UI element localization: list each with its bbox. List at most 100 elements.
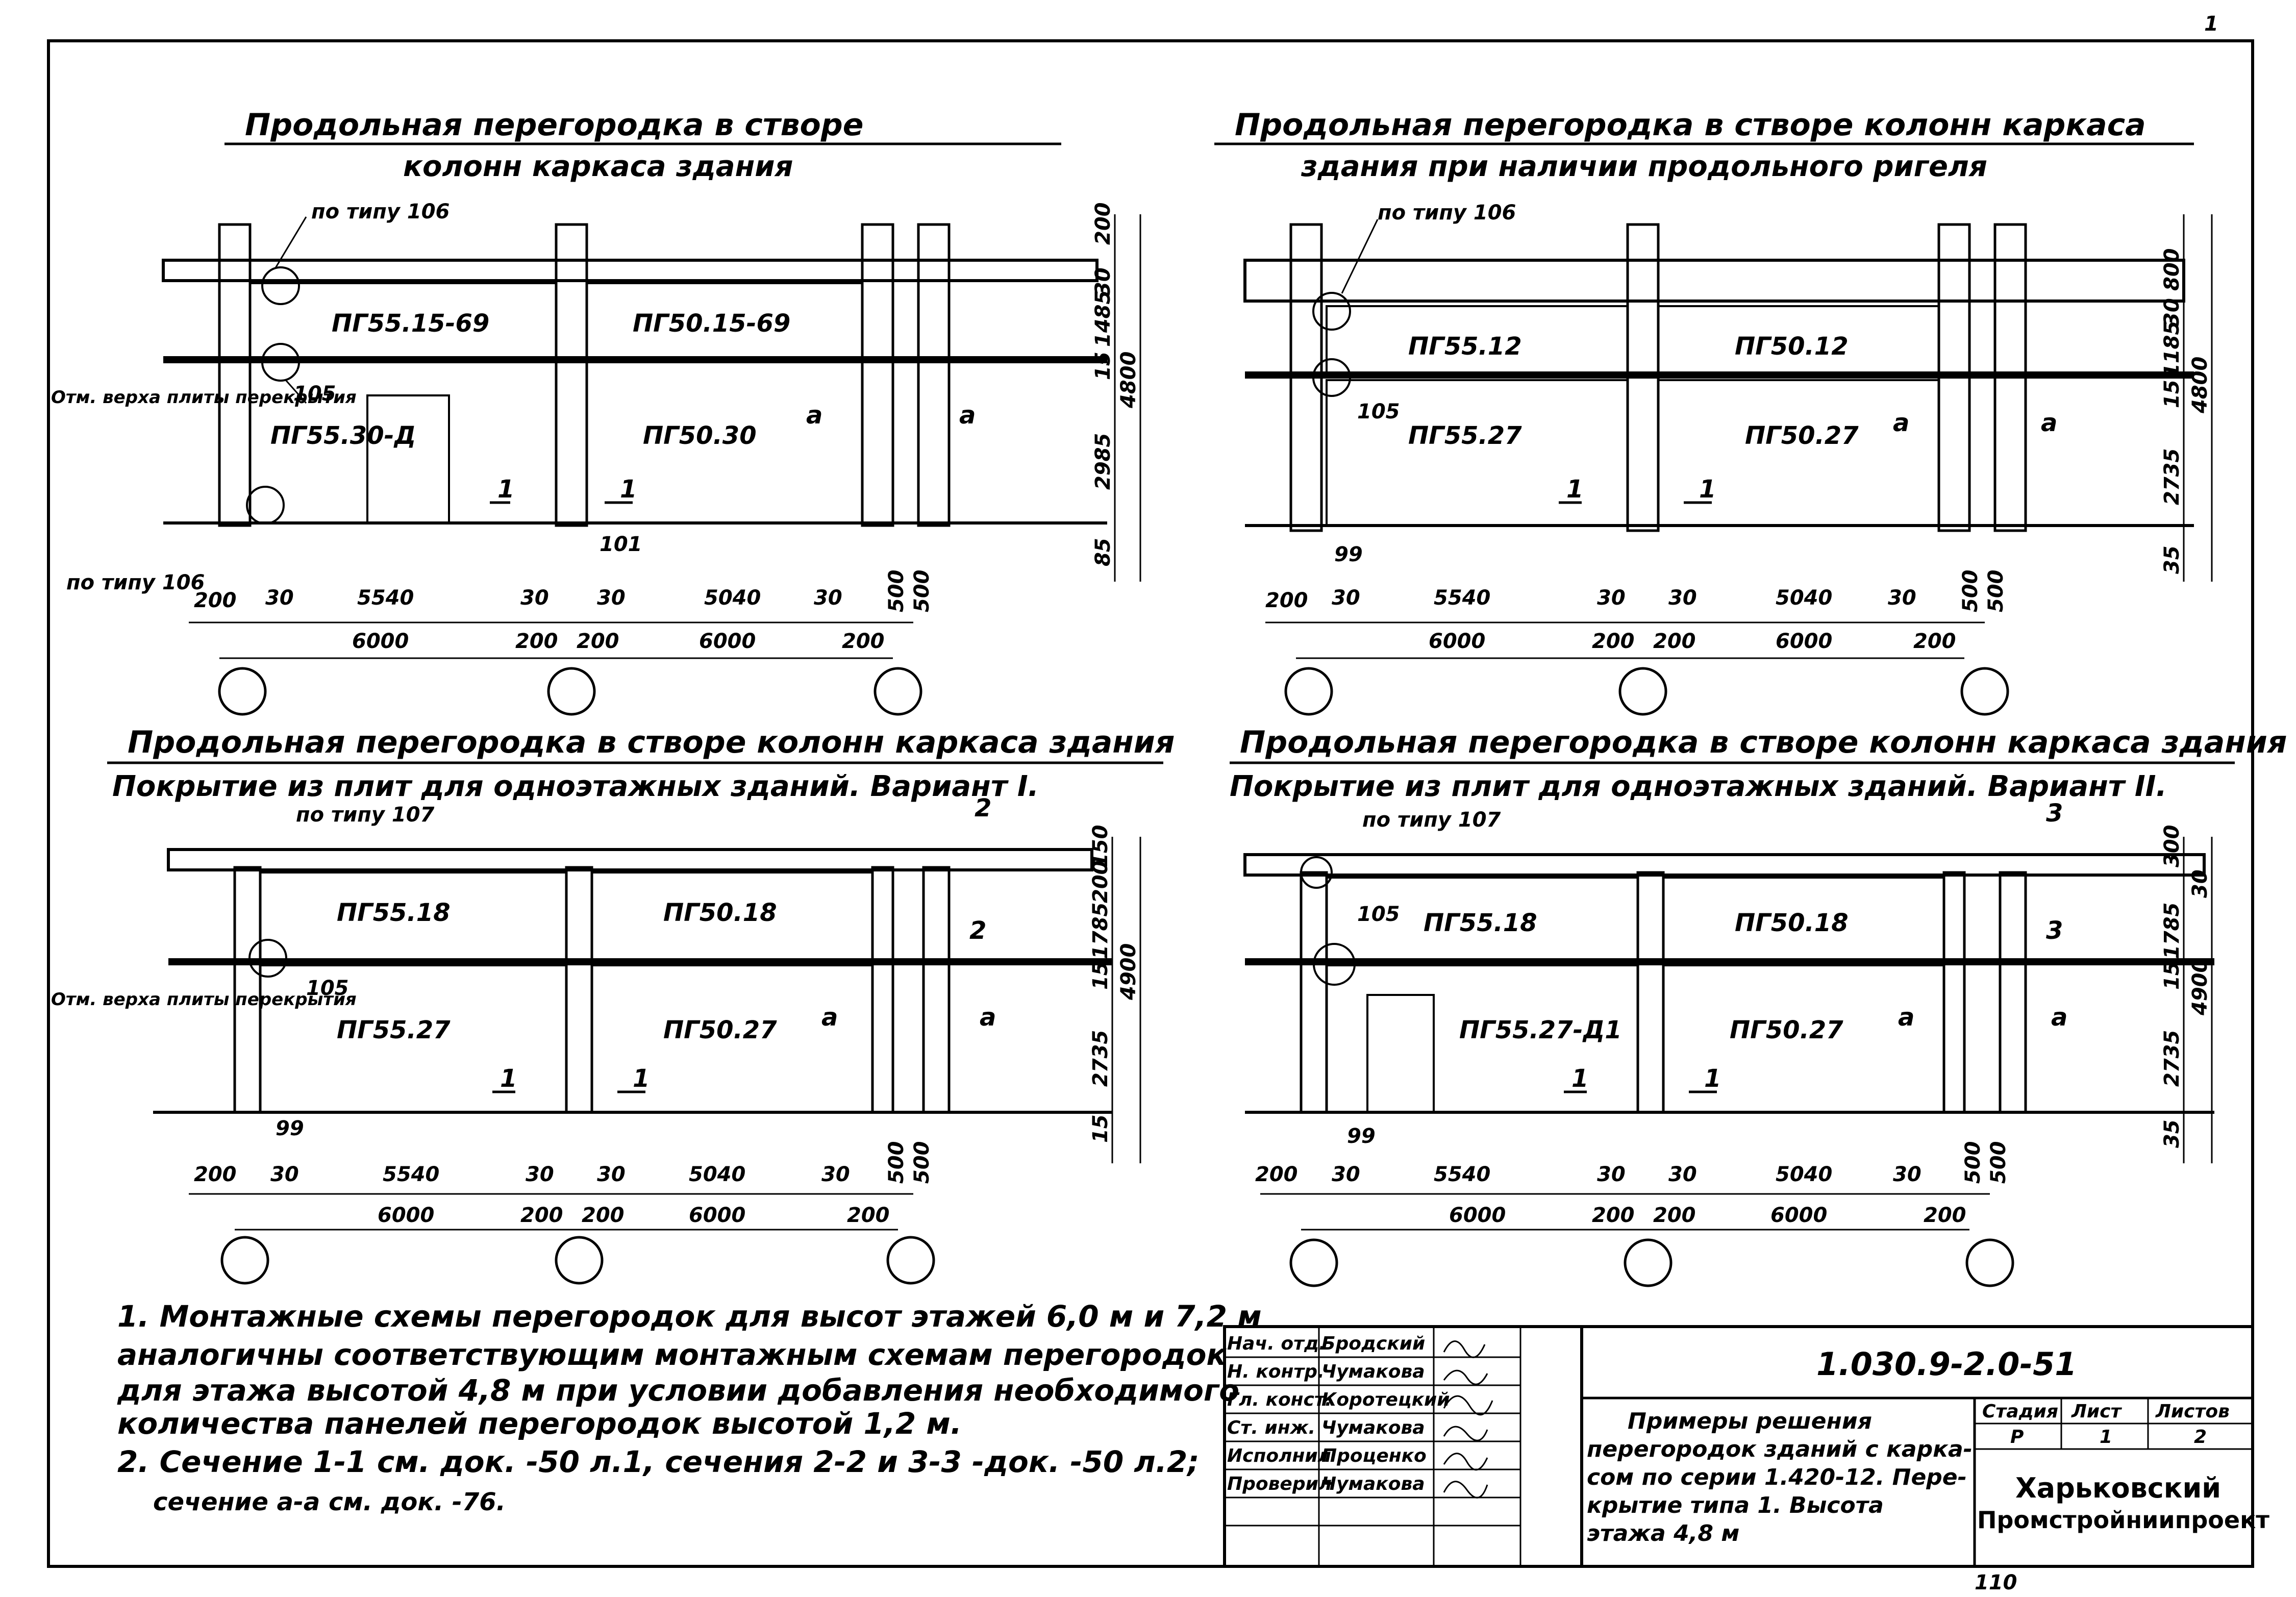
panel-1-right-dim-4: 15 [1091, 352, 1115, 380]
title-block: Нач. отд. Н. контр. Гл. конст. Ст. инж. … [1223, 1325, 2269, 1568]
panel-3-span-1: 6000 [378, 1204, 434, 1227]
panel-1-lower-panel-b [586, 361, 863, 524]
panel-2-title-line1: Продольная перегородка в створе колонн к… [1235, 107, 2146, 143]
panel-1-leader-2 [285, 380, 307, 404]
panel-1-bottom-dim-1: 200 [194, 589, 237, 612]
panel-4-callout-mid: 105 [1357, 903, 1400, 926]
panel-4-lower-panel-b-label: ПГ50.27 [1730, 1016, 1843, 1044]
panel-4-bottom-dim-2: 30 [1332, 1163, 1360, 1186]
panel-3-upper-panel-b-label: ПГ50.18 [663, 899, 777, 927]
panel-2-callout-bottom: 99 [1334, 543, 1363, 566]
panel-3-axis-bubble-1 [220, 1236, 269, 1285]
panel-2-right-dim-4: 15 [2160, 380, 2184, 408]
notes: 1. Монтажные схемы перегородок для высот… [117, 1299, 1262, 1516]
panel-3-bottom-dim-8: 500 [885, 1141, 908, 1184]
panel-4-right-dim-4: 15 [2160, 961, 2184, 990]
panel-4-axis-bubble-3 [1965, 1238, 2014, 1287]
name-1: Бродский [1321, 1333, 1425, 1354]
panel-2-callout-mid: 105 [1357, 400, 1400, 423]
panel-1-upper-panel-b [586, 282, 863, 358]
title-block-frame [1223, 1325, 2254, 1568]
panel-3-right-dim-7: 15 [1089, 1114, 1112, 1143]
panel-3-span-5: 200 [847, 1204, 890, 1227]
panel-4-section-mark-top: 3 [2046, 799, 2063, 828]
panel-2-lower-panel-b [1657, 379, 1940, 527]
panel-3-right-dim-5: 2735 [1089, 1030, 1112, 1087]
panel-2-mark-a2: а [2041, 409, 2057, 437]
panel-2-bottom-dim-2: 30 [1332, 586, 1360, 610]
panel-1-span-2: 200 [515, 630, 558, 653]
org-line-2: Промстройниипроект [1977, 1506, 2269, 1534]
panel-2-right-dim-7: 35 [2160, 545, 2184, 574]
panel-3-bottom-dim-3: 5540 [383, 1163, 439, 1186]
panel-4-right-dim-3: 1785 [2160, 903, 2184, 959]
panel-1-lower-panel-b-label: ПГ50.30 [643, 421, 757, 450]
panel-2-bottom-dim-6: 5040 [1776, 586, 1832, 610]
panel-3-column-2 [565, 866, 593, 1114]
signature-6 [1443, 1481, 1488, 1499]
panel-1-leader-1 [274, 216, 307, 268]
panel-1-callout-circle-2 [261, 343, 300, 382]
panel-3-callout-mid: 105 [306, 977, 349, 1000]
panel-1-right-dim-1: 200 [1091, 203, 1115, 245]
panel-1-elevation-note: Отм. верха плиты перекрытия [51, 387, 357, 408]
panel-2-span-2: 200 [1592, 630, 1635, 653]
panel-3-upper-panel-a [259, 871, 567, 960]
panel-2-right-dim-5: 2735 [2160, 448, 2184, 505]
panel-4-title-line1: Продольная перегородка в створе колонн к… [1240, 725, 2287, 760]
panel-4-column-2 [1636, 871, 1665, 1114]
panel-3-slab [167, 848, 1093, 871]
panel-3-section-right: 1 [633, 1064, 650, 1093]
panel-4-callout-circle-1 [1313, 943, 1356, 986]
panel-2-bottom-dim-3: 5540 [1434, 586, 1490, 610]
panel-4-callout-top: по типу 107 [1362, 808, 1501, 832]
panel-4-bottom-dim-8: 500 [1961, 1141, 1985, 1184]
panel-1-bottom-dim-5: 30 [597, 586, 626, 610]
panel-2-bottom-dim-1: 200 [1265, 589, 1308, 612]
panel-1-column-4 [917, 223, 951, 527]
signature-1 [1443, 1340, 1486, 1358]
panel-1-section-left: 1 [497, 475, 514, 504]
panel-4-upper-panel-b [1662, 877, 1945, 960]
sheets-label: Листов [2155, 1401, 2230, 1422]
panel-3-section-left: 1 [500, 1064, 517, 1093]
panel-2-bottom-dim-9: 500 [1984, 570, 2008, 613]
description-line-4: крытие типа 1. Высота [1587, 1492, 1884, 1518]
role-5: Исполнил [1227, 1445, 1331, 1466]
description-line-2: перегородок зданий с карка- [1587, 1436, 1973, 1462]
panel-3-bottom-dim-5: 30 [597, 1163, 626, 1186]
panel-3-bottom-dim-9: 500 [910, 1141, 934, 1184]
panel-1-upper-panel-a-label: ПГ55.15-69 [332, 309, 489, 338]
panel-4-mark-a2: а [2051, 1003, 2067, 1032]
panel-3-axis-bubble-3 [886, 1236, 935, 1285]
panel-2-span-1: 6000 [1429, 630, 1485, 653]
panel-3-callout-circle-1 [248, 939, 287, 978]
panel-2-section-right: 1 [1699, 475, 1716, 504]
note-1-line-1: 1. Монтажные схемы перегородок для высот… [117, 1299, 1262, 1334]
panel-2-axis-bubble-2 [1618, 667, 1667, 716]
panel-4-lower-panel-a [1326, 964, 1639, 1113]
panel-2-right-dim-6: 4800 [2188, 357, 2212, 414]
panel-1-bottom-dim-9: 500 [910, 570, 934, 613]
panel-1-title-line2: колонн каркаса здания [403, 150, 793, 183]
panel-4-span-3: 200 [1653, 1204, 1696, 1227]
panel-3-mark-a2: а [980, 1003, 996, 1032]
panel-2-leader-1 [1341, 219, 1379, 294]
panel-3-lower-panel-b-label: ПГ50.27 [663, 1016, 777, 1044]
role-2: Н. контр. [1227, 1361, 1325, 1382]
panel-2-upper-panel-b [1657, 305, 1940, 373]
role-6: Проверил [1227, 1474, 1332, 1494]
panel-2-title-line2: здания при наличии продольного ригеля [1301, 150, 1987, 183]
panel-1-title-line1: Продольная перегородка в створе [245, 107, 863, 143]
panel-4-bottom-dim-6: 5040 [1776, 1163, 1832, 1186]
doc-code: 1.030.9-2.0-51 [1816, 1345, 2077, 1383]
panel-1-callout-circle-3 [246, 486, 285, 525]
signature-5 [1443, 1453, 1488, 1471]
name-4: Чумакова [1321, 1417, 1425, 1438]
panel-4: Продольная перегородка в створе колонн к… [1230, 725, 2287, 1287]
panel-1-span-1: 6000 [352, 630, 409, 653]
panel-3-upper-panel-a-label: ПГ55.18 [337, 899, 451, 927]
panel-4-column-3 [1942, 871, 1966, 1114]
page-number: 110 [1975, 1571, 2017, 1594]
panel-4-right-dim-6: 4900 [2188, 959, 2212, 1016]
